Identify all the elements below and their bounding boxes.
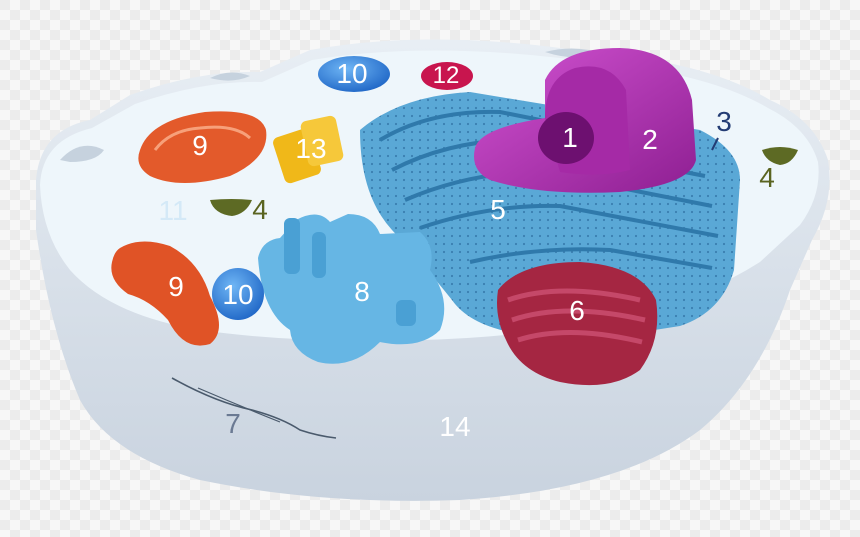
lysosome	[421, 62, 473, 90]
nucleolus	[538, 112, 594, 164]
vacuole-top	[318, 56, 390, 92]
vacuole-left	[212, 268, 264, 320]
